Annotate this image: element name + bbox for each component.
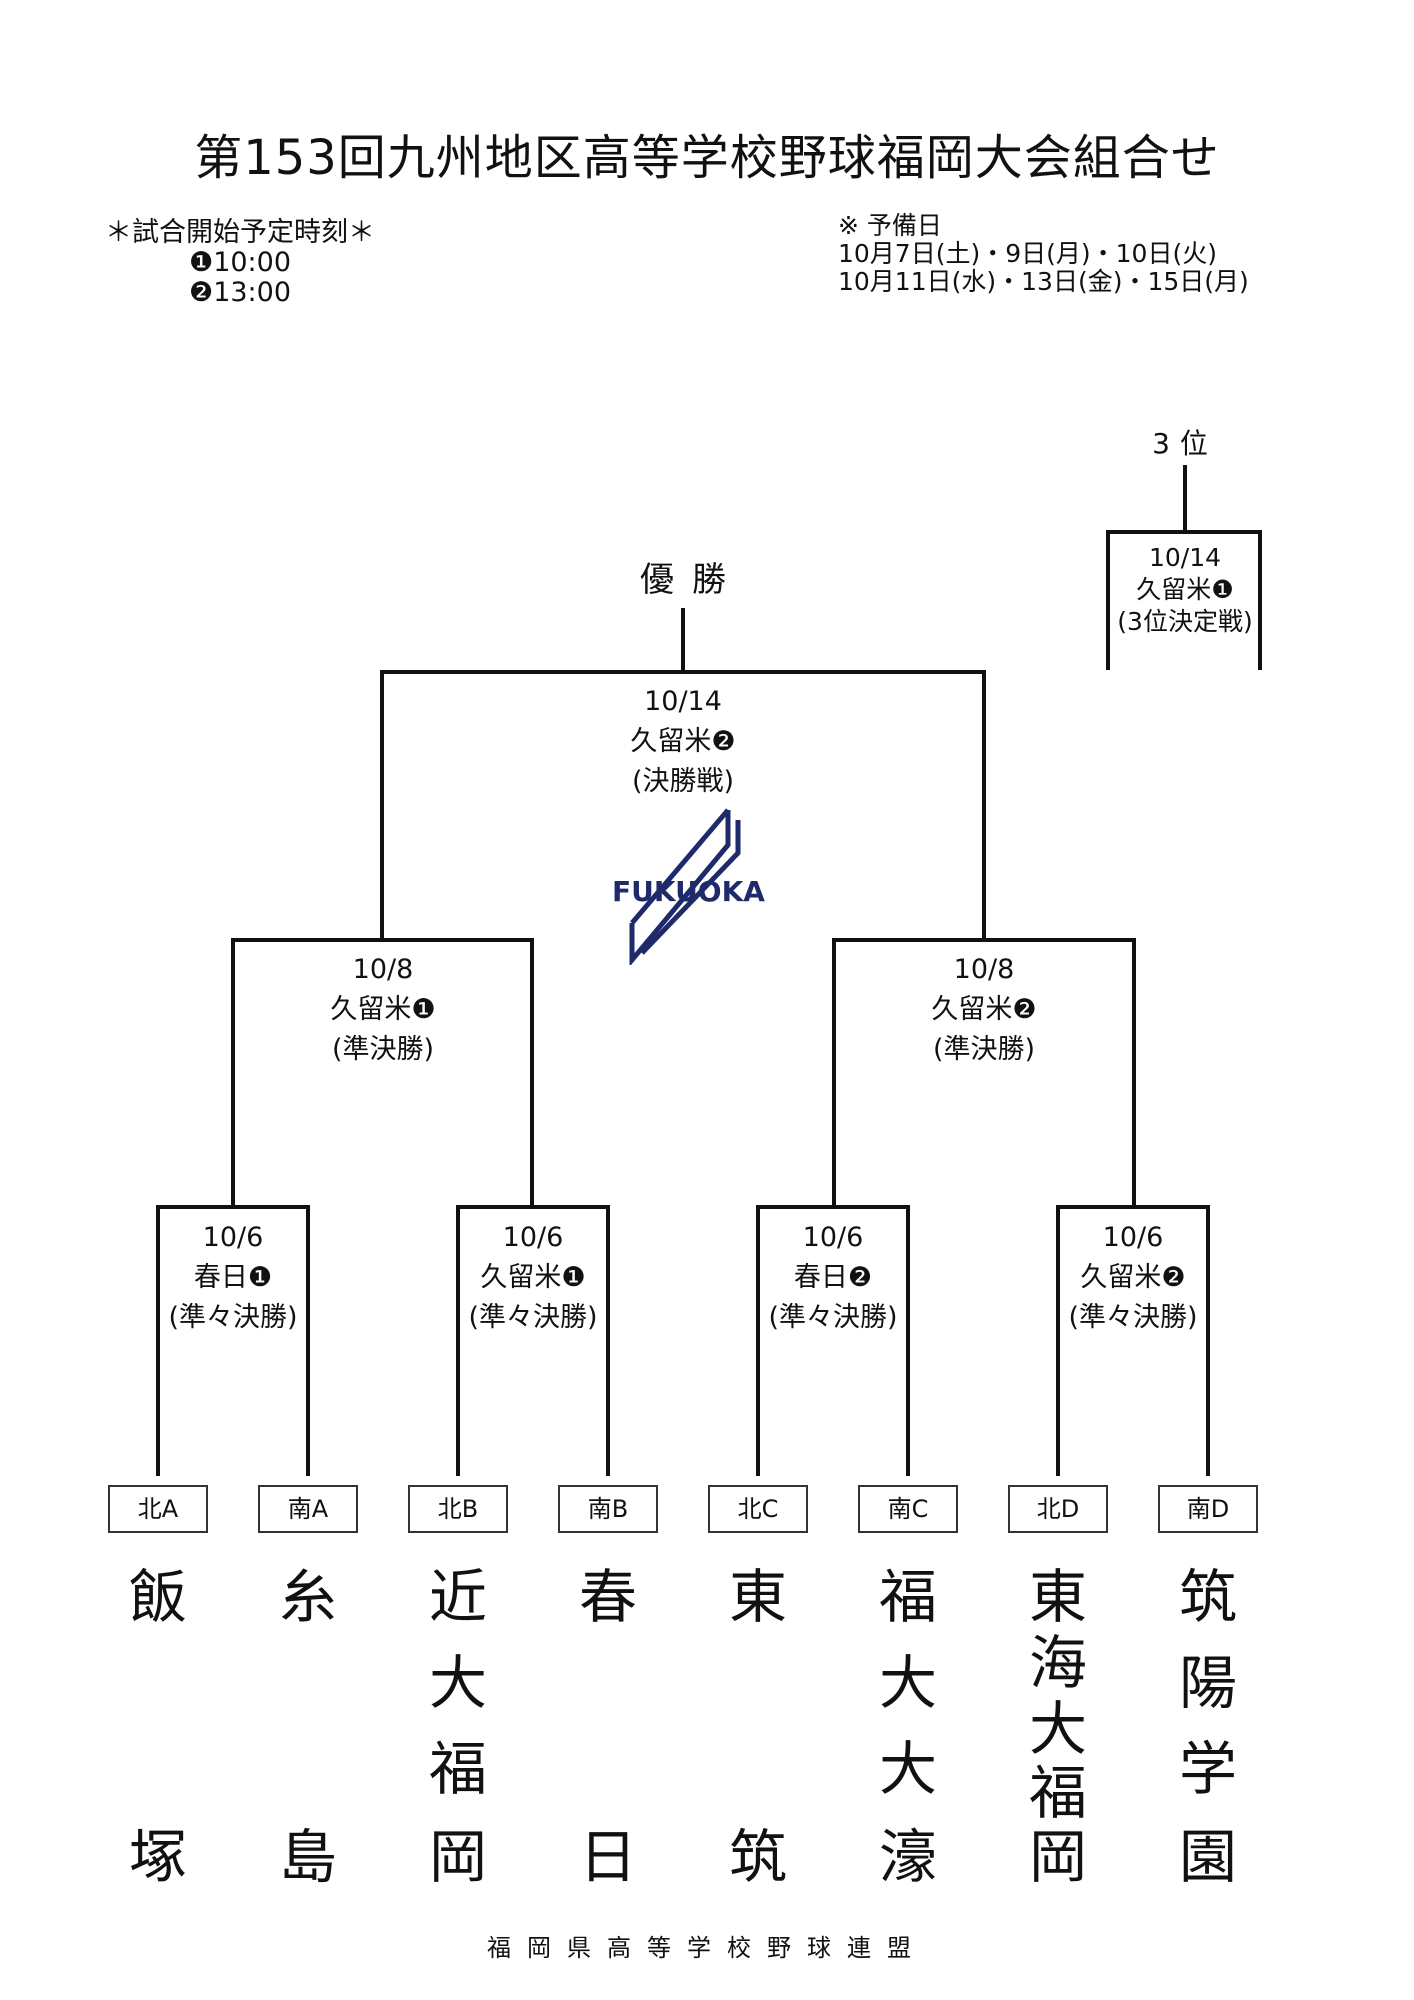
match-venue: 久留米❶ — [1136, 575, 1234, 604]
seed-box: 北C — [708, 1485, 808, 1533]
team-char: 岡 — [428, 1823, 487, 1891]
reserve-days-line-1: 10月7日(土)・9日(月)・10日(火) — [838, 239, 1217, 268]
team-char: 日 — [578, 1823, 637, 1891]
semi-right-bracket — [832, 938, 1136, 1207]
match-round: (準々決勝) — [768, 1302, 898, 1333]
match-date: 10/8 — [352, 954, 414, 985]
qf1-bracket — [156, 1205, 310, 1476]
match-venue: 久留米❶ — [330, 994, 436, 1025]
team-char: 大 — [428, 1649, 487, 1717]
match-venue: 春日❷ — [793, 1262, 873, 1293]
team-char: 福 — [878, 1563, 937, 1631]
footer-organization: 福岡県高等学校野球連盟 — [487, 1934, 927, 1962]
match-date: 10/6 — [1102, 1222, 1164, 1253]
team-char: 園 — [1178, 1823, 1237, 1891]
match-venue: 久留米❶ — [480, 1262, 586, 1293]
start-time-slot-1: ❶10:00 — [188, 247, 291, 278]
page-title: 第153回九州地区高等学校野球福岡大会組合せ — [194, 130, 1220, 186]
qf3-bracket — [756, 1205, 910, 1476]
third-place-bracket — [1106, 530, 1262, 670]
team-char: 大 — [878, 1649, 937, 1717]
match-date: 10/8 — [953, 954, 1015, 985]
team-char: 学 — [1178, 1735, 1237, 1803]
team-char: 岡 — [1028, 1823, 1087, 1891]
match-semi-right: 10/8 久留米❷ (準決勝) — [931, 950, 1036, 1070]
match-round: (準々決勝) — [1068, 1302, 1198, 1333]
start-time-slot-2: ❷13:00 — [188, 277, 291, 308]
match-venue: 久留米❷ — [1080, 1262, 1186, 1293]
match-round: (準決勝) — [932, 1034, 1036, 1065]
third-place-label: 3位 — [1152, 427, 1218, 460]
seed-box: 南D — [1158, 1485, 1258, 1533]
match-qf4: 10/6 久留米❷ (準々決勝) — [1068, 1218, 1197, 1338]
team-char: 濠 — [878, 1823, 937, 1891]
team-char: 糸 — [278, 1563, 337, 1631]
fukuoka-logo-icon — [629, 808, 741, 965]
match-date: 10/6 — [202, 1222, 264, 1253]
start-times: ＊試合開始予定時刻＊ ❶10:00 ❷13:00 — [100, 218, 380, 308]
match-round: (準々決勝) — [468, 1302, 598, 1333]
match-venue: 久留米❷ — [931, 994, 1037, 1025]
team-char: 塚 — [128, 1823, 187, 1891]
seed-box: 北D — [1008, 1485, 1108, 1533]
team-char: 東 — [1028, 1563, 1087, 1631]
match-date: 10/6 — [802, 1222, 864, 1253]
seed-box: 南A — [258, 1485, 358, 1533]
match-venue: 春日❶ — [193, 1262, 273, 1293]
match-round: (準々決勝) — [168, 1302, 298, 1333]
match-venue: 久留米❷ — [630, 726, 736, 757]
match-semi-left: 10/8 久留米❶ (準決勝) — [330, 950, 435, 1070]
team-char: 海 — [1028, 1629, 1087, 1697]
match-qf1: 10/6 春日❶ (準々決勝) — [168, 1218, 297, 1338]
seed-box: 北B — [408, 1485, 508, 1533]
final-bracket — [380, 670, 986, 940]
team-char: 島 — [278, 1823, 337, 1891]
match-date: 10/14 — [644, 686, 722, 717]
qf4-bracket — [1056, 1205, 1210, 1476]
match-qf3: 10/6 春日❷ (準々決勝) — [768, 1218, 897, 1338]
match-round: (決勝戦) — [631, 766, 735, 797]
match-round: (3位決定戦) — [1117, 607, 1253, 636]
match-round: (準決勝) — [331, 1034, 435, 1065]
qf2-bracket — [456, 1205, 610, 1476]
champion-label: 優勝 — [640, 560, 744, 600]
team-char: 飯 — [128, 1563, 187, 1631]
team-char: 近 — [428, 1563, 487, 1631]
team-char: 東 — [728, 1563, 787, 1631]
match-third-place: 10/14 久留米❶ (3位決定戦) — [1117, 542, 1252, 638]
reserve-days: ※ 予備日 10月7日(土)・9日(月)・10日(火) 10月11日(水)・13… — [838, 212, 1249, 296]
team-char: 福 — [428, 1735, 487, 1803]
seed-box: 南C — [858, 1485, 958, 1533]
logo-text: FUKUOKA — [612, 875, 765, 908]
team-char: 筑 — [1178, 1563, 1237, 1631]
team-char: 春 — [578, 1563, 637, 1631]
seed-box: 南B — [558, 1485, 658, 1533]
team-char: 陽 — [1178, 1649, 1237, 1717]
seed-box: 北A — [108, 1485, 208, 1533]
reserve-days-heading: ※ 予備日 — [838, 211, 942, 240]
start-times-heading: ＊試合開始予定時刻＊ — [105, 217, 375, 248]
semi-left-bracket — [231, 938, 534, 1207]
team-char: 福 — [1028, 1759, 1087, 1827]
match-qf2: 10/6 久留米❶ (準々決勝) — [468, 1218, 597, 1338]
match-final: 10/14 久留米❷ (決勝戦) — [630, 682, 735, 802]
team-char: 筑 — [728, 1823, 787, 1891]
team-char: 大 — [878, 1735, 937, 1803]
match-date: 10/14 — [1148, 543, 1222, 572]
match-date: 10/6 — [502, 1222, 564, 1253]
reserve-days-line-2: 10月11日(水)・13日(金)・15日(月) — [838, 267, 1249, 296]
team-char: 大 — [1028, 1695, 1087, 1763]
